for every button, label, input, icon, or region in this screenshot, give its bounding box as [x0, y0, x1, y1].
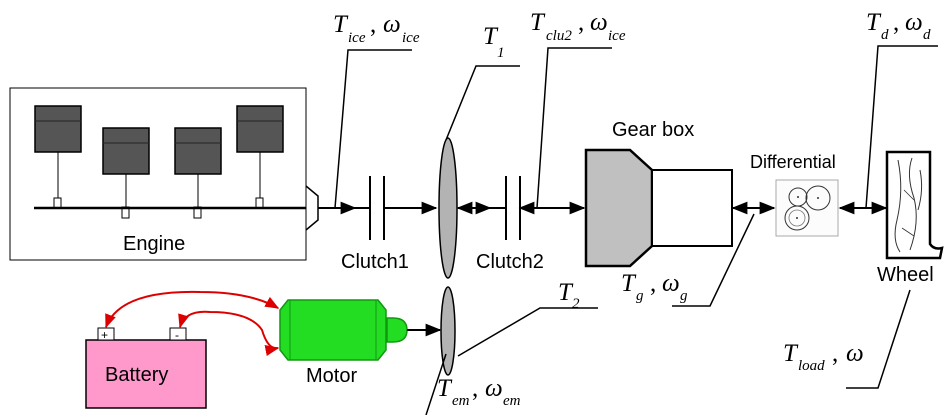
engine-cylinder-4	[236, 105, 284, 209]
svg-text:ice: ice	[402, 30, 420, 46]
svg-text:g: g	[636, 288, 644, 304]
wheel: Wheel	[877, 150, 944, 286]
svg-text:-: -	[175, 328, 179, 342]
engine-cylinder-3	[174, 127, 222, 219]
wheel-tire	[885, 150, 944, 260]
motor-shaft-cap	[386, 317, 408, 343]
svg-text:ω: ω	[383, 11, 401, 38]
svg-text:ω: ω	[846, 340, 864, 367]
engine-block: Engine	[9, 87, 307, 261]
td-omega-d-label: T d , ω d	[866, 9, 931, 43]
svg-text:ω: ω	[662, 270, 680, 297]
svg-text:ω: ω	[590, 9, 608, 36]
svg-text:,: ,	[893, 9, 899, 36]
svg-text:,: ,	[578, 9, 584, 36]
svg-text:T: T	[866, 9, 882, 36]
td-leader-line	[865, 45, 938, 209]
svg-text:T: T	[483, 23, 499, 50]
tem-leader-line	[425, 353, 447, 415]
tice-leader-line	[334, 49, 412, 209]
motor: Motor	[279, 299, 408, 387]
svg-text:T: T	[437, 375, 453, 402]
tem-omega-em-label: T em , ω em	[437, 375, 521, 409]
svg-text:ice: ice	[608, 28, 626, 44]
gearbox: Gear box	[584, 119, 733, 268]
svg-text:load: load	[798, 358, 825, 374]
clutch1: Clutch1	[341, 176, 438, 273]
svg-text:ω: ω	[905, 9, 923, 36]
coupling-disc-t1	[438, 137, 458, 279]
battery: + - Battery	[85, 327, 207, 409]
svg-text:T: T	[530, 9, 546, 36]
wheel-label: Wheel	[877, 264, 934, 286]
tload-leader-line	[846, 289, 911, 389]
differential-housing	[775, 179, 839, 237]
battery-label: Battery	[105, 364, 168, 386]
t1-leader-line	[445, 65, 520, 141]
tclu2-omega-ice-label: T clu2 , ω ice	[530, 9, 626, 44]
svg-text:T: T	[783, 340, 799, 367]
svg-text:g: g	[680, 288, 688, 304]
engine-cylinder-2	[102, 127, 150, 219]
svg-text:,: ,	[472, 375, 478, 402]
clutch2-label: Clutch2	[476, 251, 544, 273]
svg-text:,: ,	[650, 270, 656, 297]
svg-text:clu2: clu2	[546, 28, 572, 44]
svg-text:T: T	[558, 279, 574, 306]
svg-text:ω: ω	[485, 375, 503, 402]
t2-label: T 2	[558, 279, 580, 312]
wire-positive	[105, 290, 280, 329]
t1-label: T 1	[483, 23, 505, 61]
gearbox-input-housing	[584, 148, 654, 268]
svg-text:2: 2	[572, 296, 580, 312]
gearbox-label: Gear box	[612, 119, 694, 141]
svg-text:em: em	[503, 393, 521, 409]
wire-negative	[178, 310, 280, 356]
differential: Differential	[750, 152, 839, 237]
tice-omega-ice-label: T ice , ω ice	[333, 11, 420, 46]
gearbox-output-housing	[651, 169, 733, 247]
svg-text:em: em	[452, 393, 470, 409]
engine-output-flange	[305, 185, 319, 231]
svg-text:d: d	[923, 27, 931, 43]
clutch1-label: Clutch1	[341, 251, 409, 273]
engine-cylinder-1	[34, 105, 82, 209]
tclu2-leader-line	[536, 47, 612, 209]
svg-text:T: T	[621, 270, 637, 297]
motor-label: Motor	[306, 365, 357, 387]
tg-leader-line	[672, 213, 755, 307]
t2-leader-line	[457, 307, 598, 357]
svg-text:d: d	[881, 27, 889, 43]
svg-text:ice: ice	[348, 30, 366, 46]
differential-label: Differential	[750, 152, 836, 172]
svg-text:,: ,	[832, 340, 838, 367]
svg-text:+: +	[101, 328, 108, 342]
clutch2: Clutch2	[476, 176, 544, 273]
svg-text:1: 1	[497, 45, 505, 61]
tg-omega-g-label: T g , ω g	[621, 270, 688, 304]
tload-omega-label: T load , ω	[783, 340, 864, 374]
svg-text:,: ,	[370, 11, 376, 38]
engine-label: Engine	[123, 233, 185, 255]
svg-text:T: T	[333, 11, 349, 38]
motor-body	[279, 299, 387, 361]
